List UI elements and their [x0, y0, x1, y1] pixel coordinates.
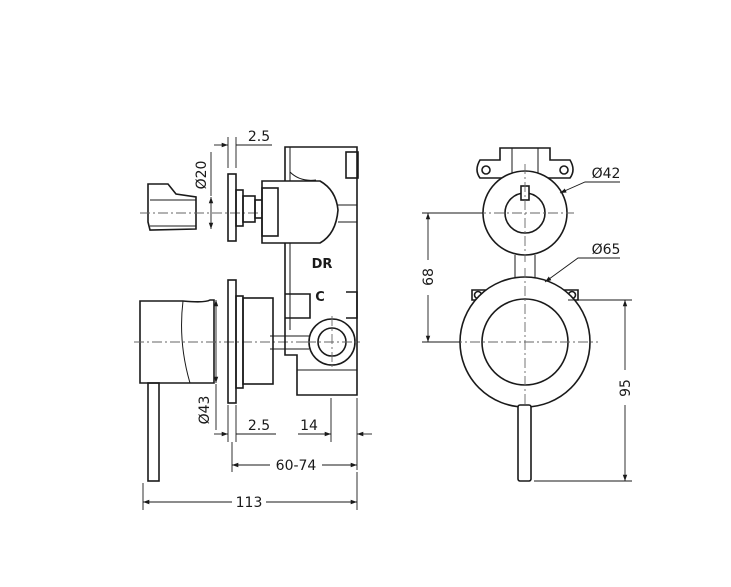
dimension-diameter-large: Ø65 [544, 242, 621, 283]
dimension-diameter-bottom: Ø43 [197, 300, 219, 430]
dimension-diameter-top: Ø20 [194, 152, 214, 229]
bottom-cover-plate [227, 279, 274, 404]
dimension-spacer-top: 2.5 [214, 129, 272, 168]
dimension-offset: 14 [298, 398, 372, 470]
dimension-label: 2.5 [248, 418, 270, 434]
dimension-spacer-bottom: 2.5 [214, 405, 276, 442]
dimension-label: 113 [236, 495, 263, 511]
dimension-label: Ø43 [197, 396, 213, 425]
mixer-lever [517, 404, 532, 482]
dimension-label: 14 [300, 418, 318, 434]
top-cover-plate [227, 173, 264, 242]
dimension-overall-length: 113 [142, 472, 358, 511]
dimension-label: 2.5 [248, 129, 270, 145]
dimension-depth-range: 60-74 [231, 442, 357, 474]
dimension-label: 95 [618, 379, 634, 397]
valve-body [261, 146, 360, 396]
dimension-label: 60-74 [276, 458, 317, 474]
dimension-diameter-small: Ø42 [559, 166, 621, 194]
port-label-cold: C [315, 290, 325, 305]
dimension-overall-height: 95 [534, 299, 634, 482]
dimension-label: Ø20 [194, 161, 210, 190]
diverter-plate [476, 164, 574, 262]
diverter-handle [140, 183, 268, 231]
front-view: Ø42 Ø65 68 95 [421, 147, 634, 482]
side-view: DR C 2.5 Ø20 Ø43 2.5 [134, 129, 372, 511]
dimension-label: Ø65 [592, 242, 621, 258]
dimension-center-spacing: 68 [421, 212, 483, 343]
port-label-diverter: DR [312, 257, 333, 272]
dimension-label: Ø42 [592, 166, 621, 182]
dimension-label: 68 [421, 268, 437, 286]
